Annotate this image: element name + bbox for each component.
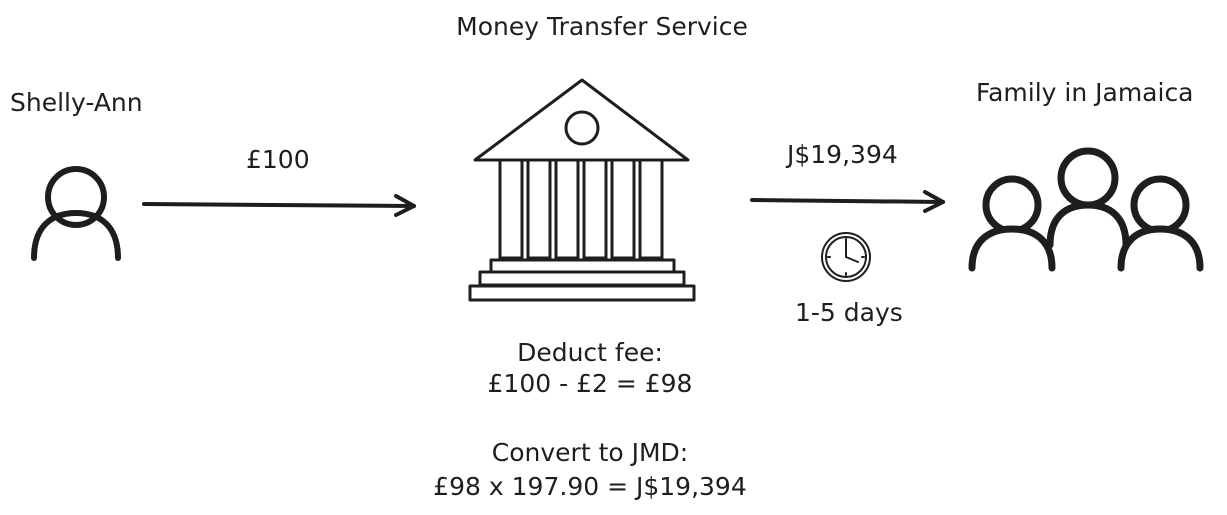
sender-amount: £100 [246, 145, 310, 174]
arrow-to-service [142, 194, 416, 217]
bank-icon [468, 78, 696, 302]
sender-name: Shelly-Ann [10, 88, 143, 117]
group-icon [968, 147, 1204, 272]
diagram-title: Money Transfer Service [456, 12, 748, 41]
fee-step-label: Deduct fee: [517, 338, 663, 367]
clock-icon [821, 232, 871, 282]
convert-step-label: Convert to JMD: [491, 438, 689, 467]
fee-step-calculation: £100 - £2 = £98 [487, 369, 693, 398]
arrow-to-recipient [750, 190, 945, 213]
convert-step-calculation: £98 x 197.90 = J$19,394 [433, 472, 747, 501]
person-icon [31, 166, 121, 261]
recipient-name: Family in Jamaica [976, 78, 1194, 107]
recipient-amount: J$19,394 [787, 140, 898, 169]
delivery-time-label: 1-5 days [795, 298, 903, 327]
